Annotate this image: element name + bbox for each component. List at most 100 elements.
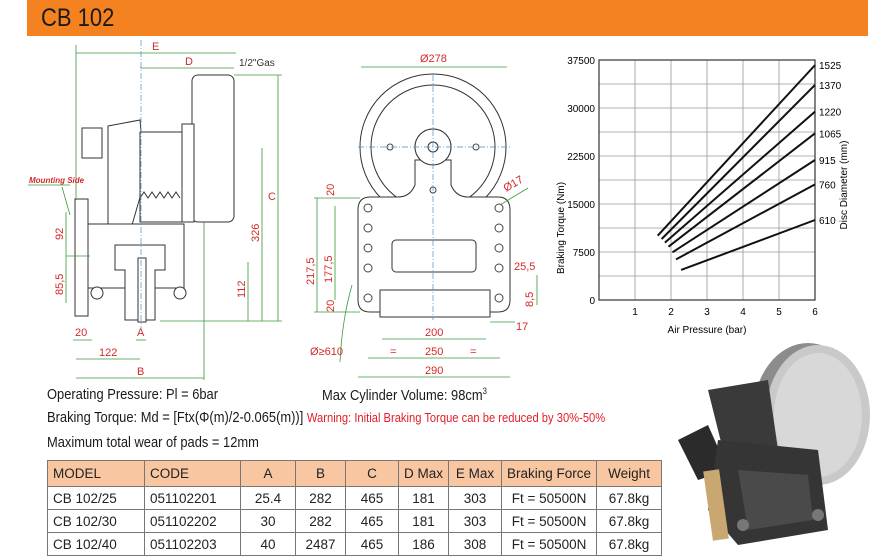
col-model: MODEL bbox=[47, 460, 145, 487]
dim-217-5: 217,5 bbox=[305, 257, 317, 285]
side-view-drawing: E D 1/2"Gas C 326 112 Mounting Side 92 8… bbox=[28, 40, 282, 380]
dim-290: 290 bbox=[425, 365, 443, 377]
series-line-1220 bbox=[664, 110, 816, 244]
dim-E: E bbox=[152, 41, 159, 53]
product-photo bbox=[678, 343, 870, 545]
cell-a: 30 bbox=[240, 509, 296, 533]
cell-code: 051102201 bbox=[144, 486, 241, 510]
cell-c: 465 bbox=[345, 532, 399, 556]
cell-c: 465 bbox=[345, 509, 399, 533]
cell-code: 051102202 bbox=[144, 509, 241, 533]
braking-torque-text: Braking Torque: Md = [Ftx(Φ(m)/2-0.065(m… bbox=[47, 409, 304, 426]
y-tick-label: 22500 bbox=[567, 152, 595, 163]
col-emax: E Max bbox=[448, 460, 503, 487]
warning-text: Warning: Initial Braking Torque can be r… bbox=[306, 410, 606, 425]
x-tick-label: 3 bbox=[704, 307, 710, 318]
y-tick-label: 30000 bbox=[567, 104, 595, 115]
dim-diameter-278: Ø278 bbox=[420, 53, 447, 65]
cell-c: 465 bbox=[345, 486, 399, 510]
operating-pressure: Operating Pressure: Pl = 6bar bbox=[47, 386, 219, 403]
series-line-1065 bbox=[667, 132, 816, 248]
series-label: 1065 bbox=[819, 129, 842, 140]
dim-A: A bbox=[137, 327, 145, 339]
dim-20-bottom: 20 bbox=[325, 300, 337, 312]
model-table: MODEL CODE A B C D Max E Max Braking For… bbox=[47, 460, 663, 556]
plot-frame bbox=[598, 59, 816, 301]
x-tick-label: 6 bbox=[812, 307, 818, 318]
cell-model: CB 102/25 bbox=[47, 486, 145, 510]
front-view-part bbox=[357, 73, 511, 320]
dim-200: 200 bbox=[425, 327, 443, 339]
dim-25-5: 25,5 bbox=[514, 261, 535, 273]
y-tick-label: 15000 bbox=[567, 200, 595, 211]
dim-112: 112 bbox=[236, 280, 248, 298]
series-label: 760 bbox=[819, 180, 836, 191]
col-braking-force: Braking Force bbox=[501, 460, 598, 487]
cell-dmax: 186 bbox=[397, 532, 450, 556]
col-b: B bbox=[295, 460, 346, 487]
dim-250: 250 bbox=[425, 346, 443, 358]
dimension-lines bbox=[28, 45, 282, 380]
cell-weight: 67.8kg bbox=[596, 486, 663, 510]
dim-min-disc-diameter: Ø≥610 bbox=[310, 346, 343, 358]
col-a: A bbox=[240, 460, 296, 487]
cell-model: CB 102/30 bbox=[47, 509, 145, 533]
series-line-915 bbox=[671, 159, 816, 254]
dim-equal-left: = bbox=[390, 346, 396, 358]
dim-177-5: 177,5 bbox=[323, 255, 335, 283]
front-view-drawing: Ø278 20 217,5 177,5 20 Ø17 25,5 8,5 17 2… bbox=[305, 53, 538, 378]
cell-emax: 303 bbox=[448, 486, 503, 510]
x-tick-label: 2 bbox=[668, 307, 674, 318]
cell-code: 051102203 bbox=[144, 532, 241, 556]
col-weight: Weight bbox=[596, 460, 663, 487]
y-tick-label: 37500 bbox=[567, 56, 595, 67]
y-tick-label: 0 bbox=[589, 296, 595, 307]
gas-port-label: 1/2"Gas bbox=[239, 58, 275, 69]
mounting-side-label: Mounting Side bbox=[29, 176, 85, 185]
dim-D: D bbox=[185, 56, 193, 68]
y-tick-label: 7500 bbox=[573, 248, 596, 259]
cell-emax: 303 bbox=[448, 509, 503, 533]
title-banner: CB 102 bbox=[27, 0, 868, 36]
cell-weight: 67.8kg bbox=[596, 532, 663, 556]
cylinder-volume-unit-sup: 3 bbox=[482, 386, 487, 396]
series-line-760 bbox=[675, 183, 816, 261]
cell-weight: 67.8kg bbox=[596, 509, 663, 533]
dim-17: 17 bbox=[516, 321, 528, 333]
y2-axis-label: Disc Diameter (mm) bbox=[839, 141, 850, 230]
col-code: CODE bbox=[144, 460, 241, 487]
dim-C: C bbox=[268, 191, 276, 203]
x-tick-label: 5 bbox=[776, 307, 782, 318]
y-axis-label: Braking Torque (Nm) bbox=[556, 182, 567, 274]
x-tick-label: 1 bbox=[632, 307, 638, 318]
cell-braking-force: Ft = 50500N bbox=[501, 486, 598, 510]
cell-a: 40 bbox=[240, 532, 296, 556]
dim-20: 20 bbox=[75, 327, 87, 339]
dim-326: 326 bbox=[250, 224, 262, 242]
dim-equal-right: = bbox=[470, 346, 476, 358]
side-view-part bbox=[74, 40, 235, 330]
col-dmax: D Max bbox=[397, 460, 450, 487]
cell-b: 2487 bbox=[295, 532, 346, 556]
cylinder-volume-text: Max Cylinder Volume: 98cm bbox=[322, 387, 483, 404]
table-header-row: MODEL CODE A B C D Max E Max Braking For… bbox=[47, 460, 663, 487]
page-title: CB 102 bbox=[41, 4, 115, 32]
cell-dmax: 181 bbox=[397, 509, 450, 533]
series-label: 1525 bbox=[819, 61, 842, 72]
dimension-lines bbox=[314, 66, 538, 378]
braking-torque-formula: Braking Torque: Md = [Ftx(Φ(m)/2-0.065(m… bbox=[47, 409, 605, 426]
cell-b: 282 bbox=[295, 509, 346, 533]
col-c: C bbox=[345, 460, 399, 487]
cell-a: 25.4 bbox=[240, 486, 296, 510]
cell-braking-force: Ft = 50500N bbox=[501, 532, 598, 556]
cell-emax: 308 bbox=[448, 532, 503, 556]
dim-20-top: 20 bbox=[325, 184, 337, 196]
cell-b: 282 bbox=[295, 486, 346, 510]
cell-model: CB 102/40 bbox=[47, 532, 145, 556]
max-cylinder-volume: Max Cylinder Volume: 98cm3 bbox=[322, 386, 487, 404]
series-label: 610 bbox=[819, 216, 836, 227]
